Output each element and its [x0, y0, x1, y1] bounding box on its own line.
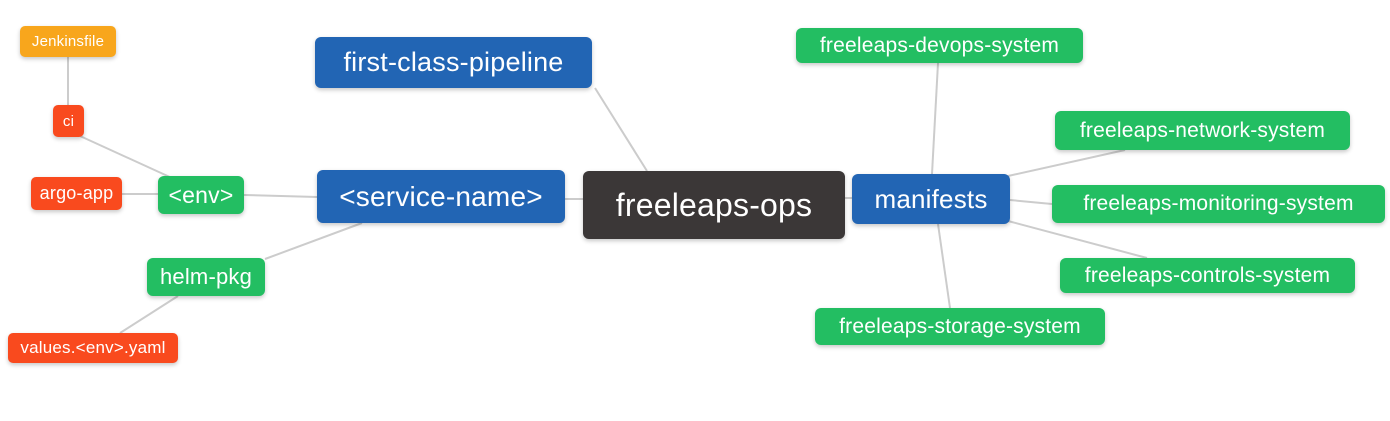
edge-env-service-name	[243, 194, 318, 198]
edge-pipeline-freeleaps-ops	[594, 87, 648, 172]
node-argo-app[interactable]: argo-app	[31, 177, 122, 210]
node-freeleaps-controls-system[interactable]: freeleaps-controls-system	[1060, 258, 1355, 293]
edge-values-helm-pkg	[119, 295, 179, 334]
node-freeleaps-storage-system[interactable]: freeleaps-storage-system	[815, 308, 1105, 345]
node-helm-pkg[interactable]: helm-pkg	[147, 258, 265, 296]
node-freeleaps-devops-system[interactable]: freeleaps-devops-system	[796, 28, 1083, 63]
node-first-class-pipeline[interactable]: first-class-pipeline	[315, 37, 592, 88]
node-env[interactable]: <env>	[158, 176, 244, 214]
node-freeleaps-network-system[interactable]: freeleaps-network-system	[1055, 111, 1350, 150]
node-values-env-yaml[interactable]: values.<env>.yaml	[8, 333, 178, 363]
node-ci[interactable]: ci	[53, 105, 84, 137]
edge-manifests-devops	[931, 62, 939, 175]
edge-manifests-monitoring	[1009, 199, 1053, 205]
node-manifests[interactable]: manifests	[852, 174, 1010, 224]
node-jenkinsfile[interactable]: Jenkinsfile	[20, 26, 116, 57]
edge-helm-pkg-service-name	[264, 222, 363, 260]
node-freeleaps-monitoring-system[interactable]: freeleaps-monitoring-system	[1052, 185, 1385, 223]
node-service-name[interactable]: <service-name>	[317, 170, 565, 223]
node-freeleaps-ops[interactable]: freeleaps-ops	[583, 171, 845, 239]
edge-manifests-storage	[937, 223, 951, 309]
edge-ci-env	[79, 135, 173, 179]
edge-manifests-network	[1007, 149, 1126, 177]
edge-manifests-controls	[1007, 220, 1148, 259]
